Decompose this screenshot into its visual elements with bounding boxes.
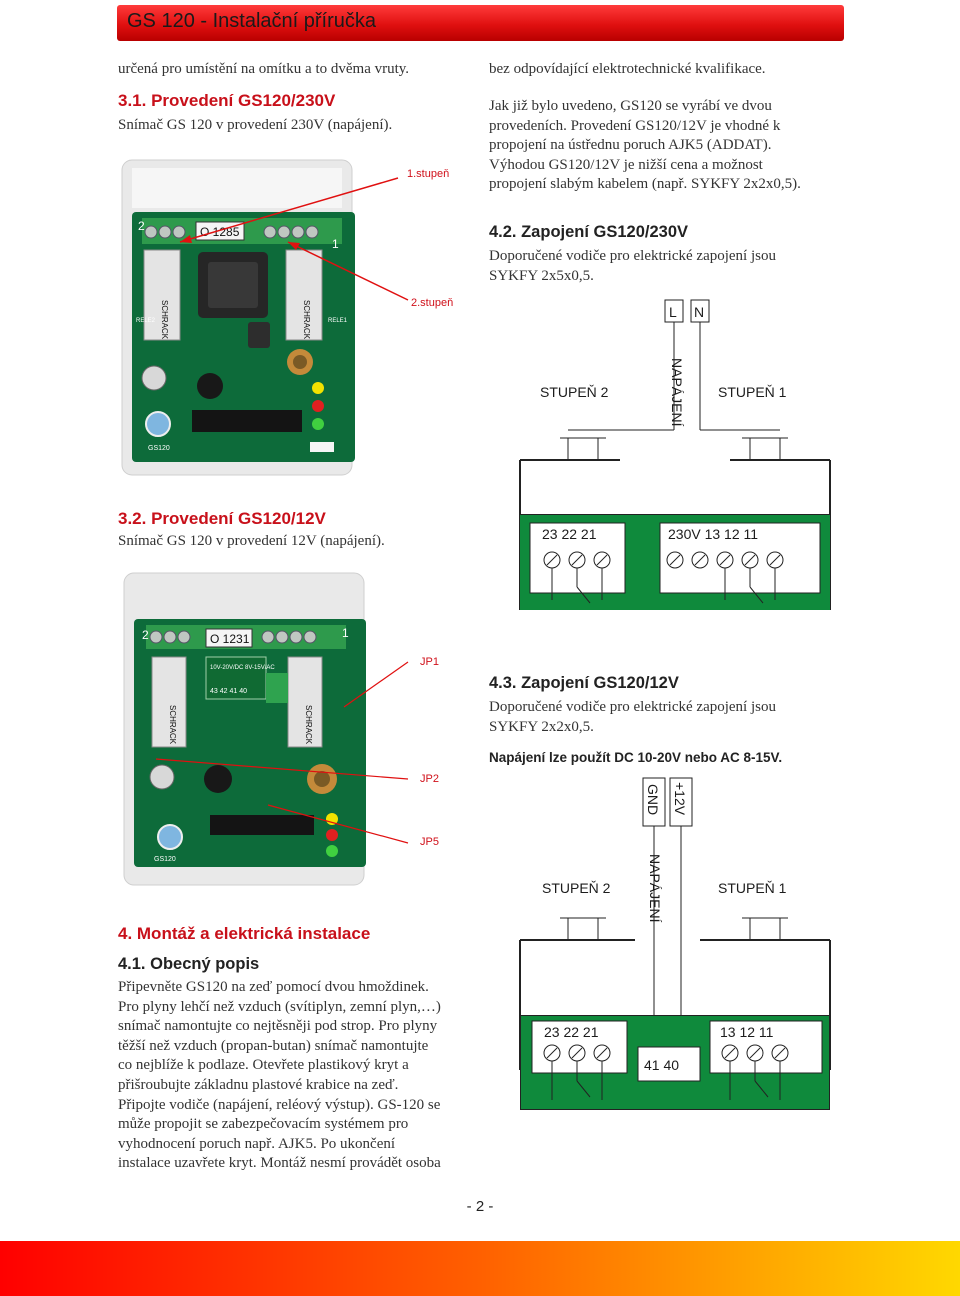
svg-text:13 12 11: 13 12 11 xyxy=(720,1024,774,1040)
svg-text:RELE1: RELE1 xyxy=(328,318,348,324)
terminal-block-12v: 23 22 21 41 40 13 12 11 xyxy=(519,1014,831,1111)
svg-text:1: 1 xyxy=(342,626,349,640)
text-line: Pro plyny lehčí než vzduch (svítiplyn, z… xyxy=(118,998,441,1015)
section-3-1-text: Snímač GS 120 v provedení 230V (napájení… xyxy=(118,117,393,133)
power-note: Napájení lze použít DC 10-20V nebo AC 8-… xyxy=(489,750,783,765)
section-3-2-text: Snímač GS 120 v provedení 12V (napájení)… xyxy=(118,533,385,549)
stage2-label: STUPEŇ 2 xyxy=(542,880,611,896)
stage1-label: STUPEŇ 1 xyxy=(718,880,787,896)
board-photo-12v: O 1231 2 1 SCHRACK SCHRACK 10V-20V/DC 8V… xyxy=(118,565,463,890)
svg-text:23 22 21: 23 22 21 xyxy=(542,526,597,542)
text-line: co nejblíže k podlaze. Otevřete plastiko… xyxy=(118,1057,409,1074)
svg-text:SCHRACK: SCHRACK xyxy=(160,300,169,340)
svg-text:SCHRACK: SCHRACK xyxy=(302,300,311,340)
section-4-1-heading: 4.1. Obecný popis xyxy=(118,955,260,973)
section-4-2-text: Doporučené vodiče pro elektrické zapojen… xyxy=(489,247,843,286)
section-4-1-text: Připevněte GS120 na zeď pomocí dvou hmož… xyxy=(118,978,475,1174)
section-3-1-heading: 3.1. Provedení GS120/230V xyxy=(118,91,336,110)
text-line: přišroubujte základnu plastové krabice n… xyxy=(118,1076,399,1093)
text-line: propojení slabým kabelem (např. SYKFY 2x… xyxy=(489,176,801,193)
jp5-label: JP5 xyxy=(420,836,439,848)
left-intro-line: určená pro umístění na omítku a to dvěma… xyxy=(118,61,410,77)
power-label: NAPÁJENÍ xyxy=(669,358,685,427)
right-paragraph: Jak již bylo uvedeno, GS120 se vyrábí ve… xyxy=(489,97,843,195)
text-line: vyhodnocení poruch např. AJK5. Po ukonče… xyxy=(118,1135,396,1152)
jp2-label: JP2 xyxy=(420,773,439,785)
svg-text:41 40: 41 40 xyxy=(644,1057,679,1073)
svg-text:O 1231: O 1231 xyxy=(210,632,250,646)
svg-text:RELE2: RELE2 xyxy=(136,318,156,324)
wiring-diagram-12v: GND +12V NAPÁJENÍ STUPEŇ 2 STUPEŇ 1 xyxy=(519,777,831,1070)
text-line: provedeních. Provedení GS120/12V je vhod… xyxy=(489,117,781,134)
l-label: L xyxy=(669,304,677,320)
stage1-label: 1.stupeň xyxy=(407,168,450,180)
stage2-label: STUPEŇ 2 xyxy=(540,384,609,400)
text-line: Výhodou GS120/12V je nižší cena a možnos… xyxy=(489,156,763,173)
text-line: Jak již bylo uvedeno, GS120 se vyrábí ve… xyxy=(489,98,772,114)
svg-text:GS120: GS120 xyxy=(154,856,176,863)
svg-text:2: 2 xyxy=(142,628,149,642)
svg-text:GS120: GS120 xyxy=(148,445,170,452)
section-4-3-text: Doporučené vodiče pro elektrické zapojen… xyxy=(489,698,843,737)
text-line: SYKFY 2x5x0,5. xyxy=(489,267,594,284)
svg-text:230V 13 12 11: 230V 13 12 11 xyxy=(668,526,758,542)
svg-text:2: 2 xyxy=(138,219,145,233)
svg-text:10V-20V/DC 8V-15V/AC: 10V-20V/DC 8V-15V/AC xyxy=(210,665,275,671)
jp1-label: JP1 xyxy=(420,656,439,668)
svg-text:23 22 21: 23 22 21 xyxy=(544,1024,599,1040)
svg-text:1: 1 xyxy=(332,237,339,251)
n-label: N xyxy=(694,304,704,320)
text-line: snímač namontujte co nejtěsněji pod stro… xyxy=(118,1018,438,1035)
board-photo-230v: O 1285 2 1 SCHRACK SCHRACK GS120 RELE1 R… xyxy=(118,150,458,480)
text-line: SYKFY 2x2x0,5. xyxy=(489,718,594,735)
text-line: instalace uzavřete kryt. Montáž nesmí pr… xyxy=(118,1155,441,1172)
text-line: těžší než vzduch (propan-butan) snímač n… xyxy=(118,1037,429,1054)
text-line: Doporučené vodiče pro elektrické zapojen… xyxy=(489,248,776,264)
text-line: propojení na ústřednu poruch AJK5 (ADDAT… xyxy=(489,137,772,154)
svg-text:43 42 41 40: 43 42 41 40 xyxy=(210,688,247,695)
stage1-label: STUPEŇ 1 xyxy=(718,384,787,400)
page-number: - 2 - xyxy=(466,1198,494,1215)
svg-text:SCHRACK: SCHRACK xyxy=(168,705,177,745)
section-4-2-heading: 4.2. Zapojení GS120/230V xyxy=(489,223,689,241)
header-bar: GS 120 - Instalační příručka xyxy=(117,5,844,41)
right-intro-line: bez odpovídající elektrotechnické kvalif… xyxy=(489,61,766,77)
footer-bar xyxy=(0,1241,960,1296)
section-4-3-heading: 4.3. Zapojení GS120/12V xyxy=(489,674,679,692)
section-3-2-heading: 3.2. Provedení GS120/12V xyxy=(118,509,326,528)
section-4-heading: 4. Montáž a elektrická instalace xyxy=(118,924,371,943)
board-label: O 1285 xyxy=(200,225,240,239)
text-line: Připojte vodiče (napájení, reléový výstu… xyxy=(118,1096,441,1113)
page-title: GS 120 - Instalační příručka xyxy=(127,10,377,32)
text-line: Připevněte GS120 na zeď pomocí dvou hmož… xyxy=(118,979,429,995)
stage2-label: 2.stupeň xyxy=(411,297,454,309)
terminal-block-230v: 23 22 21 230V 13 12 11 xyxy=(520,515,830,610)
svg-text:SCHRACK: SCHRACK xyxy=(304,705,313,745)
text-line: může propojit se zabezpečovacím systémem… xyxy=(118,1116,409,1133)
v12-label: +12V xyxy=(672,782,688,816)
text-line: Doporučené vodiče pro elektrické zapojen… xyxy=(489,699,776,715)
power-label: NAPÁJENÍ xyxy=(647,854,663,923)
gnd-label: GND xyxy=(645,784,661,815)
